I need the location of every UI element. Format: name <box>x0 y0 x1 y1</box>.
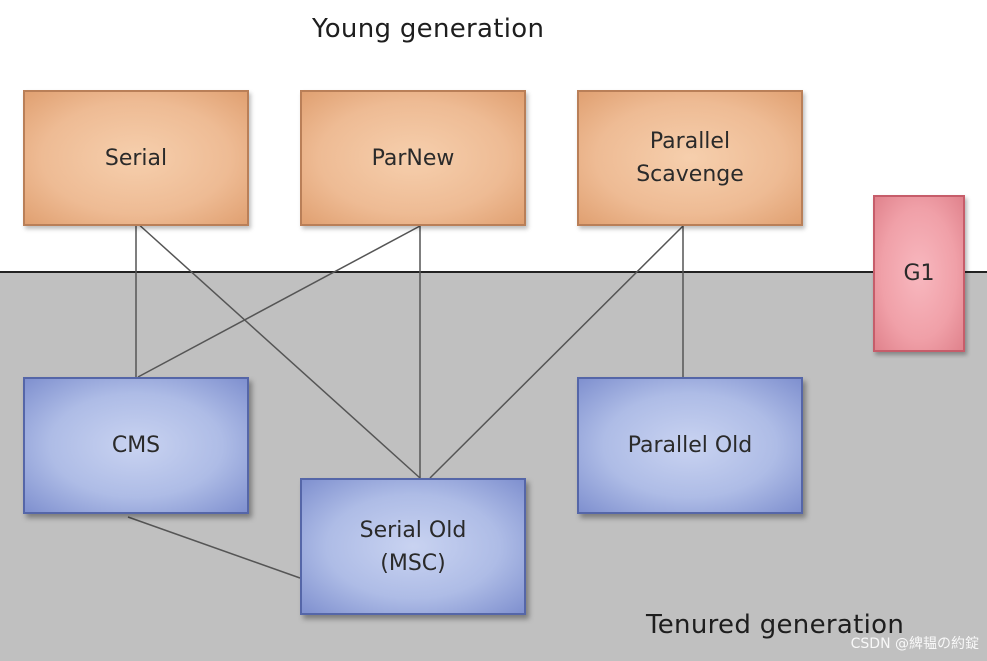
tenured-generation-label: Tenured generation <box>646 610 905 640</box>
cms-collector-box: CMS <box>23 377 249 514</box>
parallel-scavenge-label-line1: Parallel <box>649 129 731 154</box>
serial-collector-box: Serial <box>23 90 249 226</box>
connector-parallel-scavenge-serial-old <box>429 225 684 479</box>
serial-collector-label: Serial <box>104 145 168 171</box>
young-generation-label: Young generation <box>312 14 545 44</box>
serial-old-collector-box: Serial Old (MSC) <box>300 478 526 615</box>
serial-old-label-line1: Serial Old <box>359 517 467 543</box>
parnew-collector-box: ParNew <box>300 90 526 226</box>
parnew-collector-label: ParNew <box>371 145 455 171</box>
parallel-scavenge-collector-box: Parallel Scavenge <box>577 90 803 226</box>
connector-serial-serial-old <box>135 221 421 479</box>
connector-cms-serial-old <box>127 516 301 579</box>
parallel-old-collector-label: Parallel Old <box>627 433 753 458</box>
serial-old-label-line2: (MSC) <box>380 550 446 576</box>
parallel-old-collector-box: Parallel Old <box>577 377 803 514</box>
cms-collector-label: CMS <box>111 433 161 458</box>
g1-collector-label: G1 <box>903 261 935 286</box>
parallel-scavenge-label-line2: Scavenge <box>636 162 744 187</box>
connector-parnew-cms <box>137 225 421 378</box>
generation-divider-line <box>0 271 987 273</box>
g1-collector-box: G1 <box>873 195 965 352</box>
csdn-watermark: CSDN @綼韫の約錠 <box>850 636 979 652</box>
